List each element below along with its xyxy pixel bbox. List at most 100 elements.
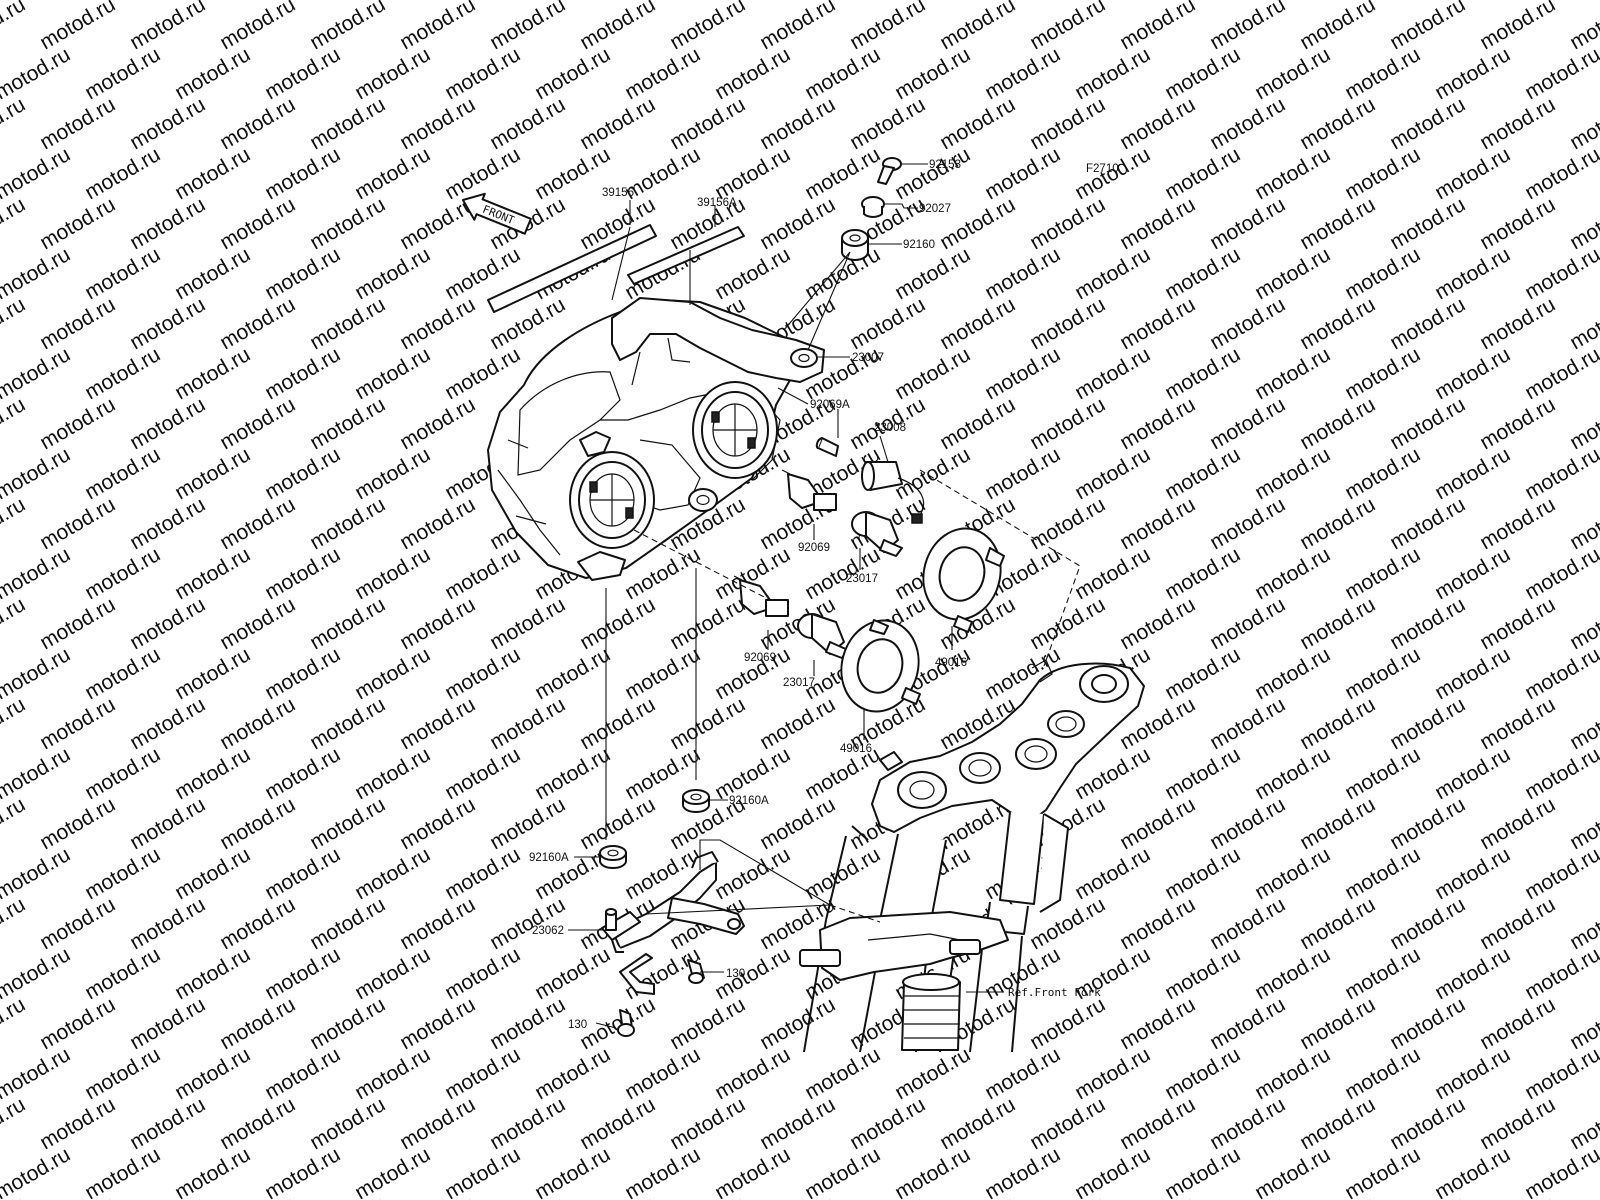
watermark-text: motod.ru — [486, 93, 569, 154]
watermark-text: motod.ru — [1071, 543, 1154, 604]
watermark-text: motod.ru — [126, 393, 209, 454]
watermark-text: motod.ru — [351, 43, 434, 104]
watermark-text: motod.ru — [216, 693, 299, 754]
label-49016-right: 49016 — [935, 657, 967, 669]
watermark-text: motod.ru — [1071, 843, 1154, 904]
watermark-text: motod.ru — [441, 943, 524, 1004]
watermark-text: motod.ru — [1296, 593, 1379, 654]
leader-lines — [568, 163, 1081, 1029]
watermark-text: motod.ru — [1521, 1043, 1600, 1104]
watermark-text: motod.ru — [1431, 843, 1514, 904]
watermark-text: motod.ru — [126, 493, 209, 554]
watermark-text: motod.ru — [351, 143, 434, 204]
watermark-text: motod.ru — [261, 643, 344, 704]
watermark-text: motod.ru — [1296, 493, 1379, 554]
watermark-text: motod.ru — [36, 493, 119, 554]
watermark-text: motod.ru — [396, 693, 479, 754]
watermark-text: motod.ru — [396, 493, 479, 554]
watermark-text: motod.ru — [351, 543, 434, 604]
watermark-text: motod.ru — [756, 993, 839, 1054]
front-fork-reference — [799, 659, 1145, 1053]
label-39156: 39156 — [602, 187, 634, 199]
watermark-text: motod.ru — [81, 743, 164, 804]
watermark-text: motod.ru — [1026, 193, 1109, 254]
watermark-text: motod.ru — [486, 793, 569, 854]
watermark-text: motod.ru — [1386, 93, 1469, 154]
watermark-text: motod.ru — [666, 993, 749, 1054]
watermark-text: motod.ru — [261, 43, 344, 104]
watermark-text: motod.ru — [621, 643, 704, 704]
watermark-text: motod.ru — [306, 0, 389, 54]
watermark-text: motod.ru — [216, 993, 299, 1054]
watermark-text: motod.ru — [531, 1143, 614, 1200]
watermark-text: motod.ru — [1431, 43, 1514, 104]
watermark-text: motod.ru — [216, 1093, 299, 1154]
watermark-text: motod.ru — [0, 193, 29, 254]
watermark-text: motod.ru — [0, 1143, 74, 1200]
watermark-text: motod.ru — [261, 543, 344, 604]
watermark-text: motod.ru — [486, 593, 569, 654]
watermark-text: motod.ru — [0, 793, 29, 854]
watermark-text: motod.ru — [1431, 743, 1514, 804]
watermark-text: motod.ru — [0, 143, 74, 204]
watermark-text: motod.ru — [1431, 243, 1514, 304]
watermark-text: motod.ru — [171, 43, 254, 104]
watermark-text: motod.ru — [1341, 243, 1424, 304]
watermark-text: motod.ru — [1341, 743, 1424, 804]
watermark-text: motod.ru — [36, 693, 119, 754]
watermark-text: motod.ru — [1206, 693, 1289, 754]
watermark-text: motod.ru — [1161, 443, 1244, 504]
watermark-text: motod.ru — [1386, 593, 1469, 654]
watermark-text: motod.ru — [396, 1193, 479, 1200]
watermark-text: motod.ru — [1476, 593, 1559, 654]
watermark-text: motod.ru — [576, 1193, 659, 1200]
watermark-text: motod.ru — [171, 1043, 254, 1104]
watermark-text: motod.ru — [36, 593, 119, 654]
watermark-text: motod.ru — [1206, 493, 1289, 554]
watermark-text: motod.ru — [1161, 843, 1244, 904]
watermark-text: motod.ru — [306, 93, 389, 154]
watermark-text: motod.ru — [801, 43, 884, 104]
watermark-text: motod.ru — [711, 1143, 794, 1200]
watermark-text: motod.ru — [1296, 693, 1379, 754]
watermark-text: motod.ru — [126, 193, 209, 254]
watermark-text: motod.ru — [891, 243, 974, 304]
bulb-92069-lower — [733, 575, 789, 617]
figure-code: F2710 — [1086, 163, 1119, 175]
watermark-text: motod.ru — [441, 743, 524, 804]
watermark-text: motod.ru — [306, 193, 389, 254]
watermark-text: motod.ru — [171, 443, 254, 504]
watermark-text: motod.ru — [711, 943, 794, 1004]
watermark-text: motod.ru — [396, 993, 479, 1054]
watermark-text: motod.ru — [936, 293, 1019, 354]
watermark-text: motod.ru — [81, 343, 164, 404]
watermark-text: motod.ru — [711, 1043, 794, 1104]
watermark-text: motod.ru — [351, 743, 434, 804]
bracket-23062 — [601, 851, 745, 995]
watermark-text: motod.ru — [1251, 743, 1334, 804]
watermark-text: motod.ru — [1071, 43, 1154, 104]
watermark-text: motod.ru — [981, 43, 1064, 104]
watermark-text: motod.ru — [1161, 643, 1244, 704]
watermark-text: motod.ru — [891, 343, 974, 404]
label-23008: 23008 — [874, 422, 906, 434]
watermark-text: motod.ru — [126, 1193, 209, 1200]
watermark-text: motod.ru — [1206, 393, 1289, 454]
watermark-text: motod.ru — [1116, 93, 1199, 154]
watermark-text: motod.ru — [801, 143, 884, 204]
watermark-text: motod.ru — [1116, 993, 1199, 1054]
watermark-text: motod.ru — [216, 393, 299, 454]
watermark-text: motod.ru — [936, 1093, 1019, 1154]
bulb-92069A — [815, 437, 839, 457]
watermark-text: motod.ru — [1071, 1043, 1154, 1104]
watermark-text: motod.ru — [0, 593, 29, 654]
watermark-text: motod.ru — [1026, 0, 1109, 54]
watermark-text: motod.ru — [216, 1193, 299, 1200]
watermark-text: motod.ru — [1566, 393, 1600, 454]
watermark-text: motod.ru — [126, 793, 209, 854]
watermark-text: motod.ru — [846, 293, 929, 354]
label-23062: 23062 — [532, 925, 564, 937]
watermark-text: motod.ru — [216, 793, 299, 854]
watermark-text: motod.ru — [396, 1093, 479, 1154]
